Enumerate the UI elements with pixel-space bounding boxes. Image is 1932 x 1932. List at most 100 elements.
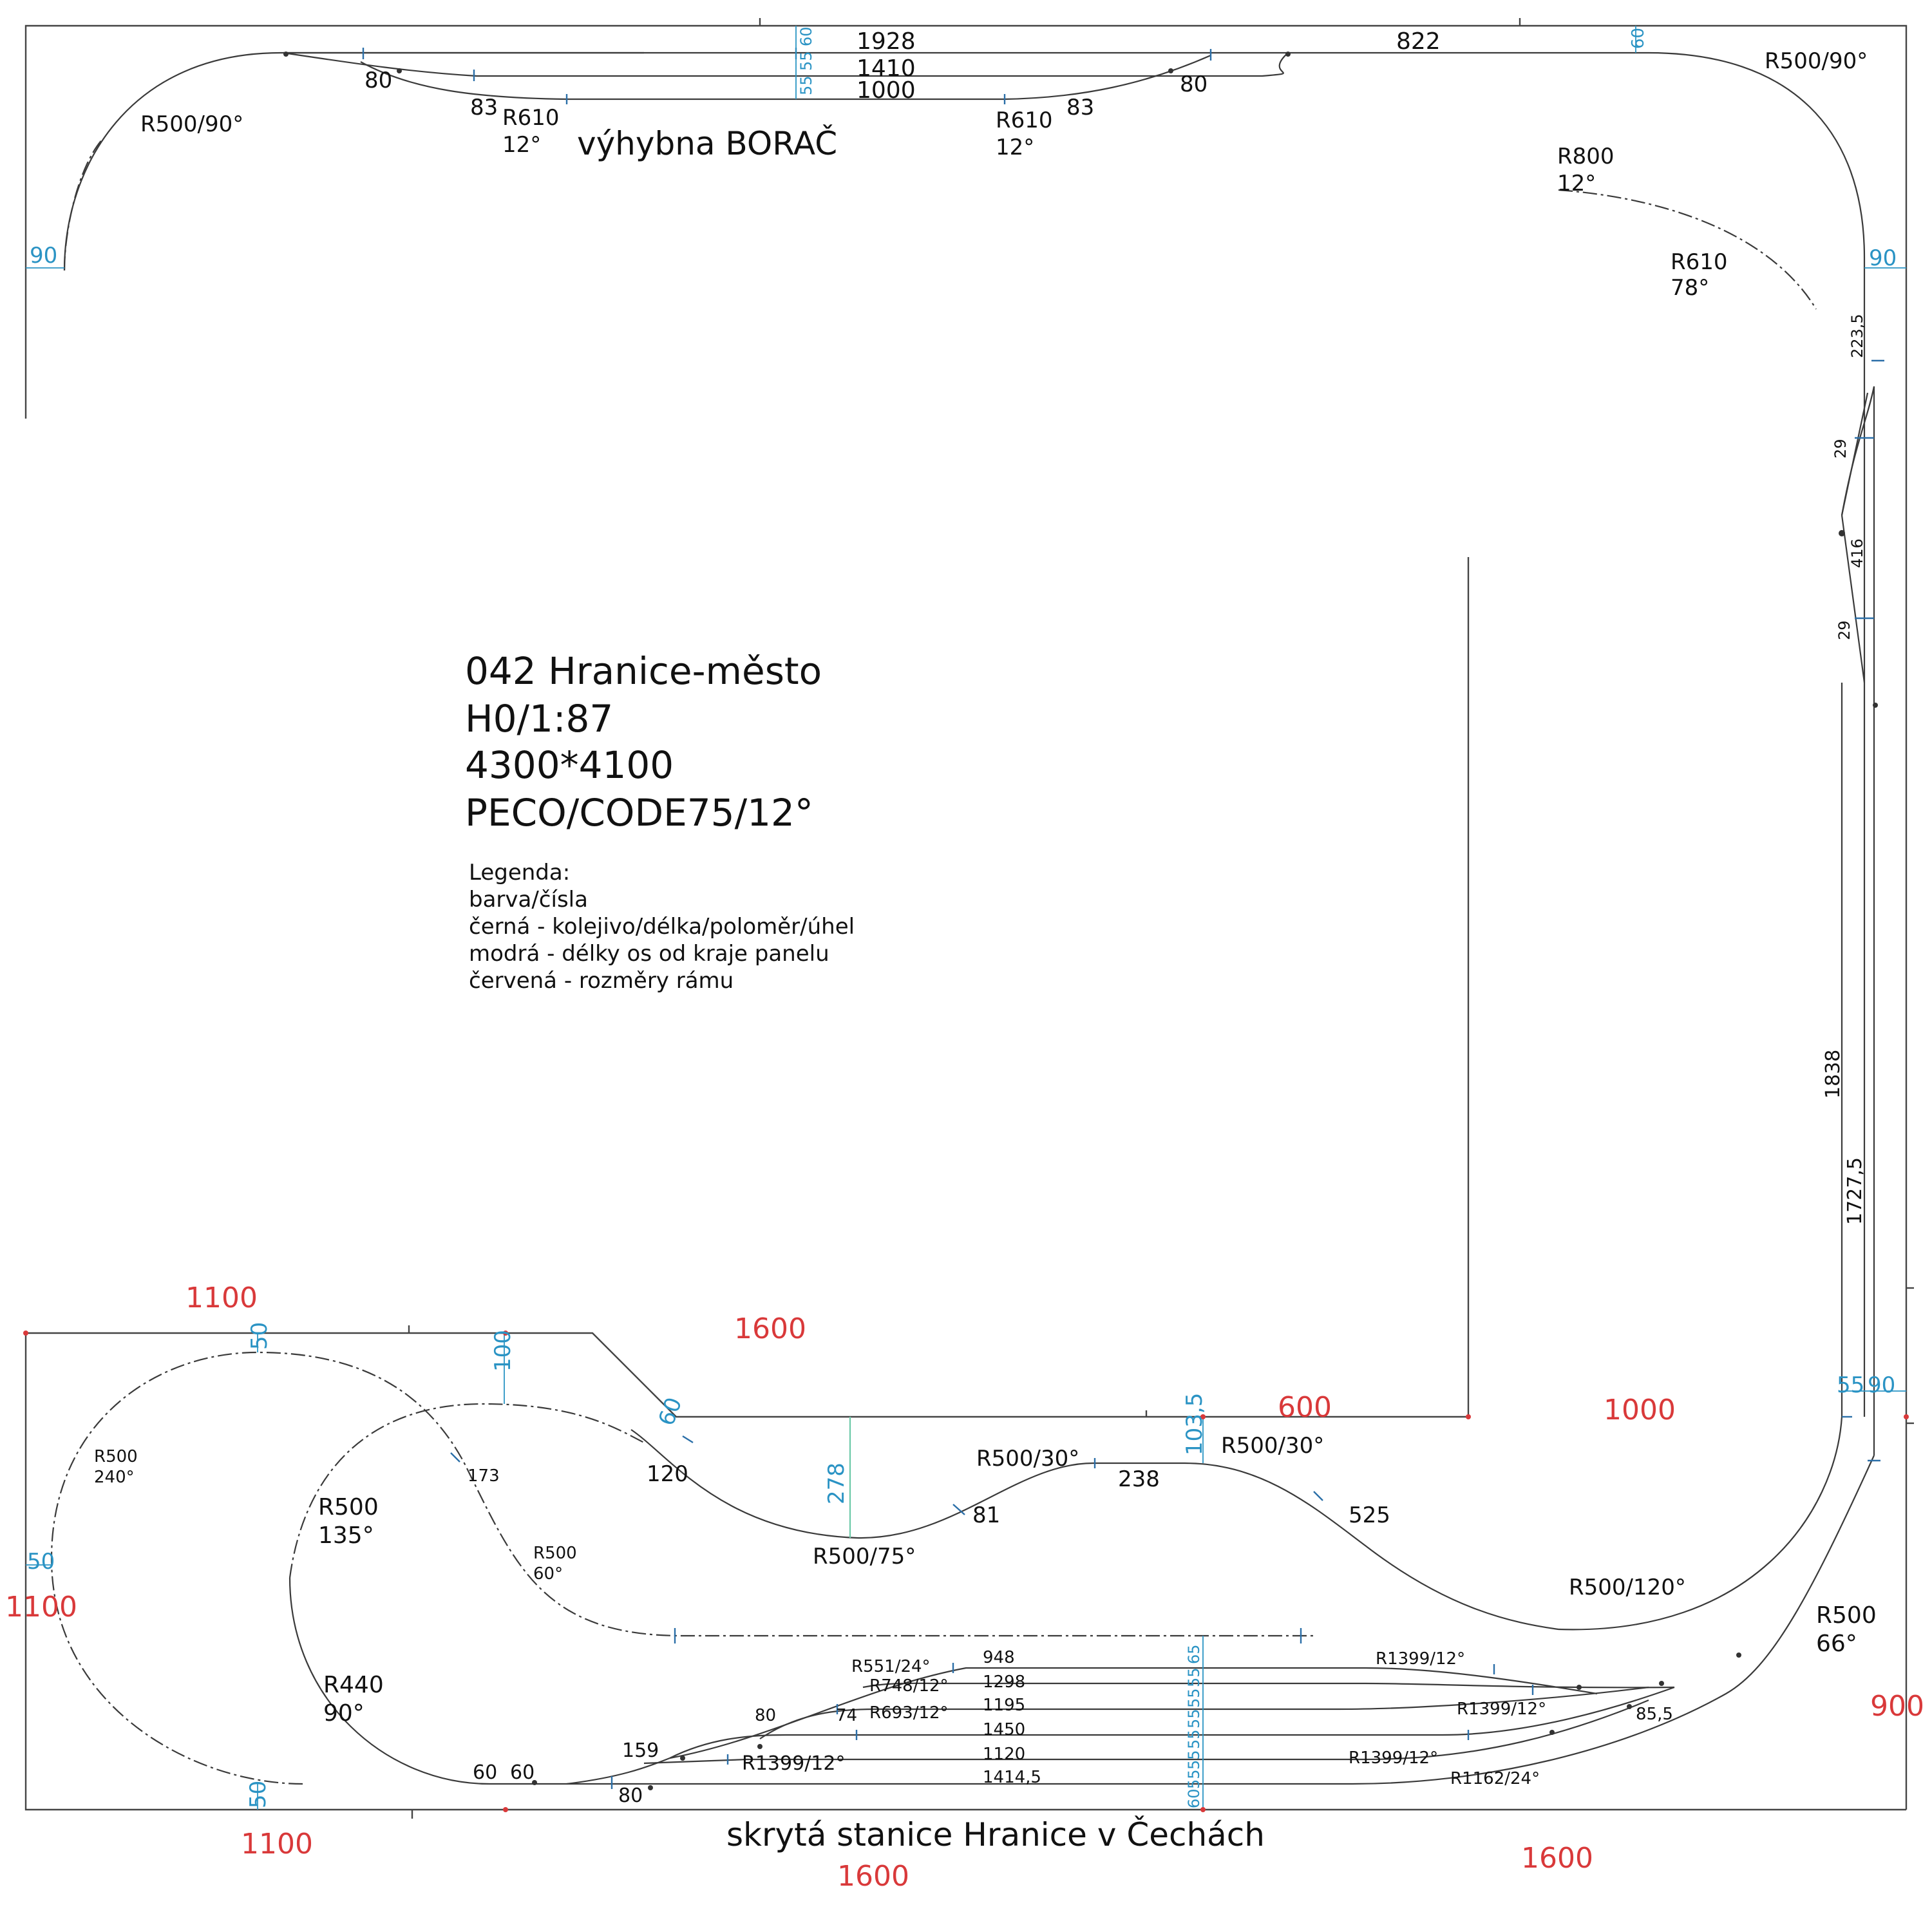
- turnout-r1399-low-right: R1399/12°: [1349, 1748, 1438, 1768]
- len-416: 416: [1848, 538, 1866, 568]
- turnout-right-angle: 12°: [996, 135, 1034, 160]
- frame-dim-1000: 1000: [1604, 1394, 1676, 1426]
- turnout-right-radius: R610: [996, 108, 1053, 133]
- axis-offset-100: 100: [490, 1330, 516, 1372]
- radius-r500-135: R500: [318, 1494, 379, 1520]
- st-dim-85-5: 85,5: [1636, 1705, 1673, 1724]
- radius-top-right: R500/90°: [1765, 48, 1868, 74]
- hranice-hidden-station-tracks: [489, 1455, 1875, 1785]
- radius-r500-66-angle: 66°: [1816, 1631, 1857, 1657]
- axis-offset-50-top: 50: [247, 1322, 272, 1350]
- branch-r800-angle: 12°: [1557, 171, 1596, 196]
- st-axis-55-a: 55: [1185, 1667, 1203, 1687]
- axis-offset-90-left: 90: [30, 243, 57, 269]
- turnout-r551: R551/24°: [851, 1657, 931, 1676]
- st-dim-74: 74: [836, 1706, 857, 1725]
- radius-r500-30-right: R500/30°: [1221, 1433, 1324, 1459]
- radius-r500-60: R500: [533, 1544, 577, 1563]
- axis-offset-55-top-b: 55: [797, 75, 815, 95]
- st-len-948: 948: [983, 1648, 1015, 1667]
- frame-dim-1100-left: 1100: [5, 1591, 77, 1624]
- branch-r610-angle: 78°: [1671, 275, 1709, 301]
- len-1000: 1000: [857, 77, 916, 104]
- turnout-r1399-top-right: R1399/12°: [1376, 1649, 1465, 1669]
- legend-line-2: černá - kolejivo/délka/poloměr/úhel: [469, 914, 855, 940]
- axis-dimension-lines: [26, 26, 1906, 1810]
- turnout-left-angle: 12°: [502, 132, 541, 158]
- junction-markers: [23, 52, 1909, 1812]
- st-dim-80-mid: 80: [755, 1706, 776, 1725]
- axis-offset-90-right: 90: [1869, 245, 1897, 271]
- st-len-1195: 1195: [983, 1696, 1025, 1715]
- frame-dim-1600-bottom-mid: 1600: [837, 1860, 909, 1893]
- len-1928: 1928: [857, 28, 916, 55]
- frame-dim-1600-top: 1600: [734, 1312, 806, 1345]
- sw-83-right: 83: [1066, 95, 1094, 120]
- radius-r500-60-angle: 60°: [533, 1564, 563, 1584]
- plan-title: 042 Hranice-město: [465, 649, 822, 693]
- radius-r440-angle: 90°: [323, 1700, 365, 1727]
- radius-r500-120: R500/120°: [1569, 1575, 1686, 1600]
- st-axis-55-c: 55: [1185, 1709, 1203, 1728]
- len-29-top: 29: [1832, 439, 1850, 459]
- frame-dim-900-right: 900: [1870, 1690, 1924, 1723]
- len-822: 822: [1396, 28, 1441, 55]
- len-1838: 1838: [1822, 1050, 1844, 1099]
- radius-r500-135-angle: 135°: [318, 1522, 374, 1549]
- station-label-hranice: skrytá stanice Hranice v Čechách: [726, 1815, 1265, 1853]
- st-dim-80-bottom: 80: [618, 1785, 643, 1807]
- frame-dim-1100-top: 1100: [185, 1282, 258, 1314]
- len-525: 525: [1349, 1502, 1390, 1528]
- st-len-1450: 1450: [983, 1720, 1025, 1739]
- axis-offset-55-right: 55: [1837, 1372, 1864, 1398]
- st-dim-60-b: 60: [510, 1761, 535, 1784]
- st-dim-159: 159: [622, 1739, 659, 1762]
- len-238: 238: [1118, 1466, 1160, 1492]
- st-axis-55-f: 55: [1185, 1769, 1203, 1789]
- axis-offset-278: 278: [824, 1463, 849, 1504]
- frame-dim-1100-bottom: 1100: [241, 1828, 313, 1861]
- st-len-1298: 1298: [983, 1672, 1025, 1692]
- turnout-r1399-mid-right: R1399/12°: [1457, 1700, 1546, 1719]
- turnout-r748: R748/12°: [869, 1676, 949, 1696]
- branch-r610-radius: R610: [1671, 249, 1728, 275]
- plan-system: PECO/CODE75/12°: [465, 791, 813, 835]
- len-1410: 1410: [857, 55, 916, 82]
- turnout-r1399-left: R1399/12°: [742, 1752, 845, 1775]
- sw-80-right: 80: [1180, 71, 1208, 97]
- sw-83-left: 83: [470, 95, 498, 120]
- len-120: 120: [647, 1461, 688, 1487]
- st-len-1414-5: 1414,5: [983, 1768, 1041, 1787]
- legend-line-4: červená - rozměry rámu: [469, 968, 734, 994]
- len-223-5: 223,5: [1848, 314, 1866, 358]
- branch-r800-radius: R800: [1557, 144, 1615, 169]
- panel-frame: [24, 18, 1914, 1819]
- plan-size: 4300*4100: [465, 743, 674, 787]
- radius-r500-66: R500: [1816, 1602, 1877, 1629]
- station-label-borac: výhybna BORAČ: [577, 124, 837, 162]
- axis-offset-103-5: 103,5: [1182, 1393, 1208, 1455]
- len-173: 173: [468, 1466, 500, 1486]
- st-axis-65: 65: [1185, 1644, 1203, 1664]
- len-29-bottom: 29: [1835, 620, 1853, 640]
- radius-r500-75: R500/75°: [813, 1544, 916, 1569]
- axis-offset-50-left: 50: [27, 1549, 55, 1575]
- radius-r500-240: R500: [94, 1447, 138, 1466]
- radius-r500-30-left: R500/30°: [976, 1446, 1079, 1472]
- turnout-left-radius: R610: [502, 105, 560, 131]
- len-81: 81: [972, 1502, 1000, 1528]
- axis-offset-55-top-a: 55: [797, 51, 815, 71]
- radius-top-left: R500/90°: [140, 111, 243, 137]
- axis-offset-90-right-low: 90: [1868, 1372, 1895, 1398]
- legend-heading: Legenda:: [469, 860, 570, 886]
- legend-line-1: barva/čísla: [469, 887, 588, 913]
- st-dim-60-a: 60: [473, 1761, 497, 1784]
- frame-dim-600: 600: [1278, 1391, 1332, 1424]
- axis-offset-50-bottom: 50: [245, 1781, 271, 1808]
- frame-dim-1600-bottom-right: 1600: [1521, 1842, 1593, 1875]
- legend-line-3: modrá - délky os od kraje panelu: [469, 941, 829, 967]
- radius-r500-240-angle: 240°: [94, 1468, 135, 1487]
- st-axis-55-e: 55: [1185, 1750, 1203, 1770]
- sw-80-left: 80: [365, 68, 392, 93]
